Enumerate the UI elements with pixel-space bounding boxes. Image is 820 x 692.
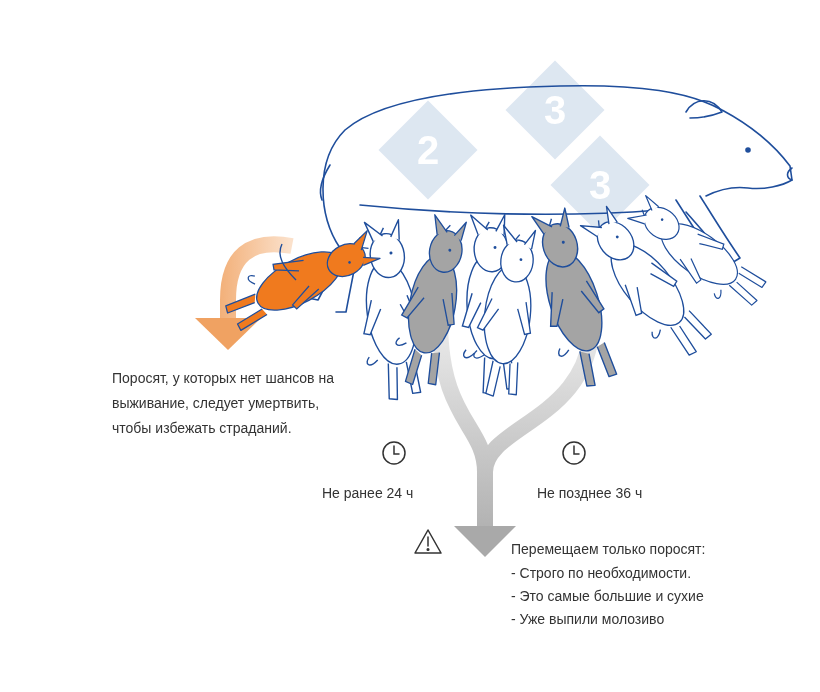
weak-piglet (217, 217, 384, 338)
clock-icon (563, 442, 585, 464)
clock-icon (383, 442, 405, 464)
rule-item: - Уже выпили молозиво (511, 607, 664, 632)
warning-icon (415, 530, 441, 553)
time-label: Не позднее 36 ч (537, 481, 642, 506)
watermark-digit: 3 (544, 88, 566, 132)
rule-item: - Это самые большие и сухие (511, 584, 704, 609)
time-label: Не ранее 24 ч (322, 481, 413, 506)
piglets (348, 190, 773, 403)
rule-item: - Строго по необходимости. (511, 561, 691, 586)
watermark-digit: 3 (589, 163, 611, 207)
note-text: Поросят, у которых нет шансов на выживан… (112, 366, 340, 441)
rule-heading: Перемещаем только поросят: (511, 537, 705, 562)
watermark-digit: 2 (417, 128, 439, 172)
